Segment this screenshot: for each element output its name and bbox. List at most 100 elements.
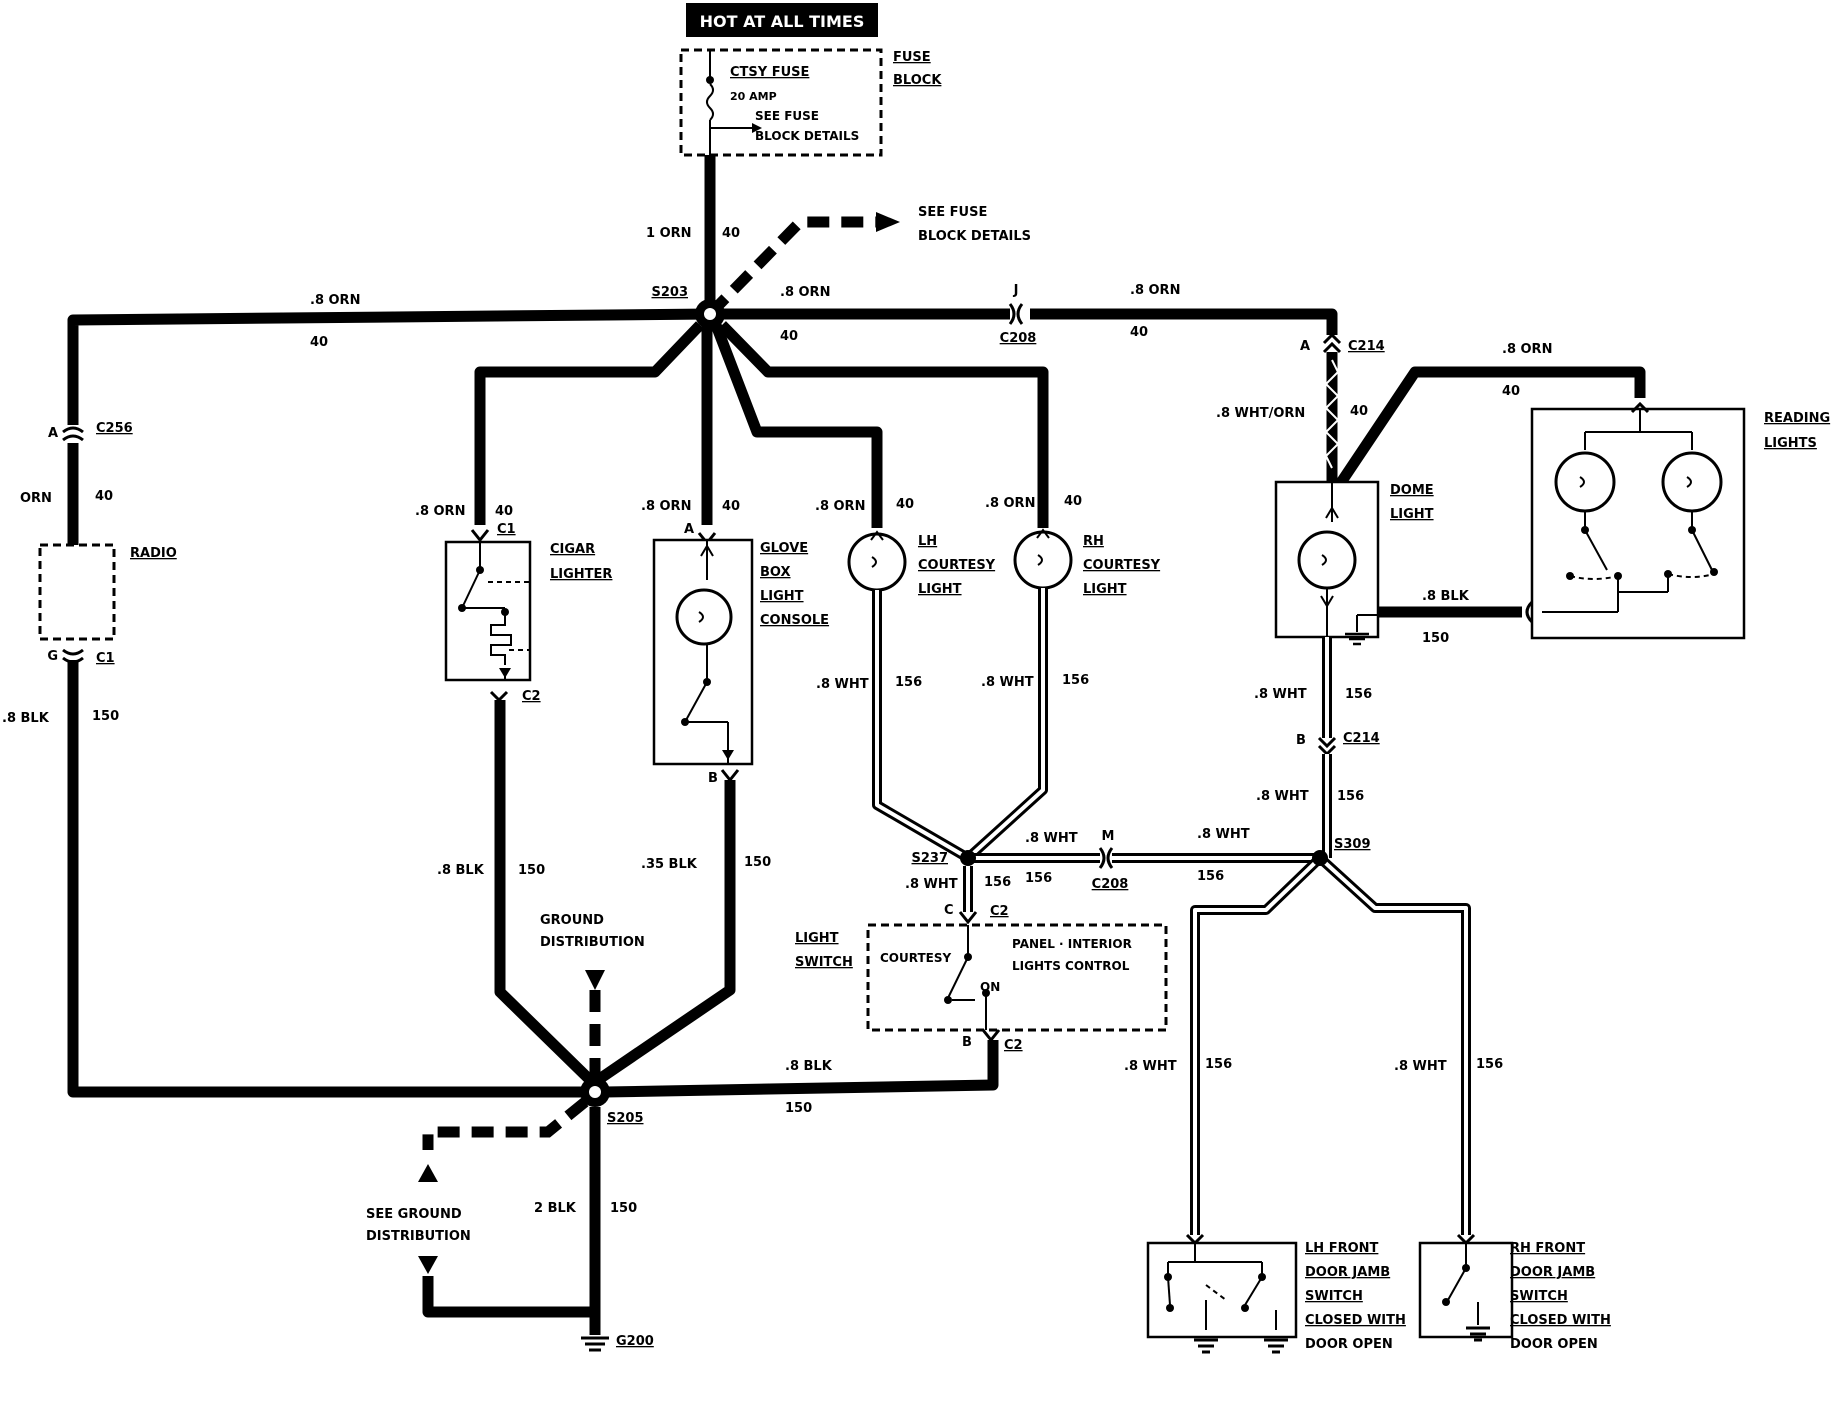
svg-text:156: 156 — [1345, 687, 1372, 702]
svg-text:C214: C214 — [1348, 339, 1385, 354]
svg-text:.8 ORN: .8 ORN — [985, 496, 1035, 511]
svg-text:.8 WHT: .8 WHT — [1254, 687, 1307, 702]
fuse-block-box — [679, 48, 883, 157]
svg-text:.8 WHT: .8 WHT — [905, 877, 958, 892]
wire-orn-to-rh-courtesy — [718, 321, 1049, 528]
power-label: HOT AT ALL TIMES — [700, 12, 865, 31]
wire-cigar-ground — [494, 700, 594, 1084]
wire-glove-ground — [594, 780, 736, 1085]
svg-text:156: 156 — [1205, 1057, 1232, 1072]
svg-text:.8 WHT: .8 WHT — [1394, 1059, 1447, 1074]
svg-text:40: 40 — [722, 499, 740, 514]
radio-label: RADIO — [130, 546, 177, 561]
svg-text:C2: C2 — [1004, 1038, 1023, 1053]
svg-text:.8 WHT: .8 WHT — [1025, 831, 1078, 846]
svg-text:.8 BLK: .8 BLK — [1422, 589, 1470, 604]
svg-text:LIGHT: LIGHT — [918, 582, 962, 597]
svg-text:150: 150 — [610, 1201, 637, 1216]
svg-text:.8 ORN: .8 ORN — [780, 285, 830, 300]
svg-text:.8 BLK: .8 BLK — [2, 711, 50, 726]
svg-text:C1: C1 — [96, 651, 115, 666]
svg-text:RH: RH — [1083, 534, 1104, 549]
svg-text:2 BLK: 2 BLK — [534, 1201, 577, 1216]
connector-c208-label: C208 — [1000, 331, 1037, 346]
svg-text:A: A — [1300, 339, 1310, 354]
svg-text:A: A — [48, 426, 58, 441]
svg-text:DOOR JAMB: DOOR JAMB — [1305, 1265, 1390, 1280]
heating-element-icon — [490, 615, 512, 665]
svg-text:.8 ORN: .8 ORN — [1130, 283, 1180, 298]
svg-text:C2: C2 — [522, 689, 541, 704]
wire-orn-to-reading — [1335, 366, 1646, 488]
fuse-block-label-1: FUSE — [893, 50, 931, 65]
wire-radio-ground — [67, 660, 590, 1098]
svg-text:DOOR OPEN: DOOR OPEN — [1305, 1337, 1393, 1352]
fuse-see-line2: BLOCK DETAILS — [755, 129, 859, 143]
svg-text:BLOCK DETAILS: BLOCK DETAILS — [918, 229, 1031, 244]
svg-text:SWITCH: SWITCH — [1510, 1289, 1568, 1304]
svg-text:150: 150 — [785, 1101, 812, 1116]
splice-s309 — [1312, 850, 1328, 866]
svg-text:BOX: BOX — [760, 565, 791, 580]
svg-text:COURTESY: COURTESY — [880, 951, 951, 965]
svg-text:C208: C208 — [1092, 877, 1129, 892]
svg-text:150: 150 — [518, 863, 545, 878]
wire-ground-ref-dash — [422, 1097, 589, 1150]
wire-orn-to-lh-courtesy — [710, 323, 883, 528]
svg-text:.8 BLK: .8 BLK — [437, 863, 485, 878]
svg-text:B: B — [962, 1035, 972, 1050]
svg-text:40: 40 — [896, 497, 914, 512]
svg-text:156: 156 — [1062, 673, 1089, 688]
svg-text:DOOR OPEN: DOOR OPEN — [1510, 1337, 1598, 1352]
svg-text:M: M — [1102, 829, 1115, 844]
svg-text:DOME: DOME — [1390, 483, 1434, 498]
svg-text:RH FRONT: RH FRONT — [1510, 1241, 1585, 1256]
fuse-see-line1: SEE FUSE — [755, 109, 819, 123]
wire-switch-ground — [604, 1040, 999, 1098]
svg-text:.35 BLK: .35 BLK — [641, 857, 698, 872]
svg-text:.8 ORN: .8 ORN — [1502, 342, 1552, 357]
svg-text:.8 BLK: .8 BLK — [785, 1059, 833, 1074]
svg-text:156: 156 — [1476, 1057, 1503, 1072]
wire-orn-to-radio — [67, 308, 711, 425]
svg-text:GLOVE: GLOVE — [760, 541, 808, 556]
svg-text:DOOR JAMB: DOOR JAMB — [1510, 1265, 1595, 1280]
svg-text:40: 40 — [95, 489, 113, 504]
svg-text:S309: S309 — [1334, 837, 1371, 852]
lh-door-ground-icon — [1194, 1338, 1288, 1354]
svg-text:40: 40 — [1064, 494, 1082, 509]
wire-to-rh-door — [1316, 854, 1471, 1235]
svg-text:LH FRONT: LH FRONT — [1305, 1241, 1379, 1256]
svg-text:40: 40 — [310, 335, 328, 350]
svg-text:SEE GROUND: SEE GROUND — [366, 1207, 462, 1222]
svg-text:156: 156 — [984, 875, 1011, 890]
svg-text:CONSOLE: CONSOLE — [760, 613, 829, 628]
svg-text:.8 WHT: .8 WHT — [1197, 827, 1250, 842]
wire-orn-to-c214 — [1030, 308, 1338, 335]
svg-text:LIGHT: LIGHT — [795, 931, 839, 946]
svg-text:.8 WHT: .8 WHT — [1256, 789, 1309, 804]
svg-text:156: 156 — [895, 675, 922, 690]
svg-text:.8 ORN: .8 ORN — [641, 499, 691, 514]
svg-text:.8 ORN: .8 ORN — [310, 293, 360, 308]
svg-text:.8 WHT/ORN: .8 WHT/ORN — [1216, 406, 1305, 421]
svg-text:G200: G200 — [616, 1334, 654, 1349]
cigar-lighter-box — [444, 540, 532, 682]
svg-text:S237: S237 — [912, 851, 949, 866]
lh-door-switch-box — [1146, 1241, 1298, 1339]
arrow-up-icon — [418, 1164, 438, 1182]
wire-to-lh-door — [1190, 854, 1324, 1235]
svg-text:COURTESY: COURTESY — [918, 558, 996, 573]
svg-text:LIGHT: LIGHT — [1390, 507, 1434, 522]
svg-text:CLOSED WITH: CLOSED WITH — [1510, 1313, 1611, 1328]
svg-text:.8 ORN: .8 ORN — [415, 504, 465, 519]
svg-text:150: 150 — [1422, 631, 1449, 646]
svg-text:40: 40 — [495, 504, 513, 519]
svg-text:LH: LH — [918, 534, 937, 549]
svg-text:156: 156 — [1025, 871, 1052, 886]
wire-fuse-details-ref — [706, 216, 880, 318]
svg-text:CLOSED WITH: CLOSED WITH — [1305, 1313, 1406, 1328]
svg-text:C: C — [944, 903, 954, 918]
light-switch-box — [866, 923, 1168, 1032]
fuse-element-icon — [706, 83, 714, 121]
